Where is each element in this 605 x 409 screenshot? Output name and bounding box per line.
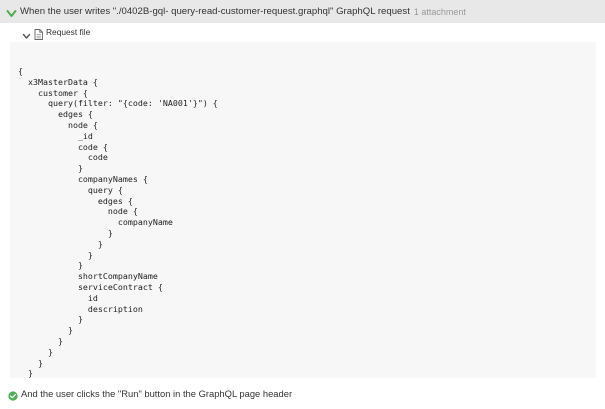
check-circle-icon [8,388,18,401]
attachment-label: Request file [46,27,91,37]
step-row[interactable]: And the user clicks the "Run" button in … [8,386,293,401]
step-header[interactable]: When the user writes "./0402B-gql- query… [0,0,605,23]
file-icon [34,27,43,40]
chevron-down-icon[interactable] [22,28,31,39]
step-title: And the user clicks the "Run" button in … [21,387,293,399]
code-block: { x3MasterData { customer { query(filter… [10,42,596,378]
step-title: When the user writes "./0402B-gql- query… [20,6,410,17]
attachment-count: 1 attachment [413,6,466,17]
chevron-down-icon[interactable] [6,6,17,17]
code-content: { x3MasterData { customer { query(filter… [18,66,218,378]
attachment-toggle[interactable]: Request file [22,24,90,40]
